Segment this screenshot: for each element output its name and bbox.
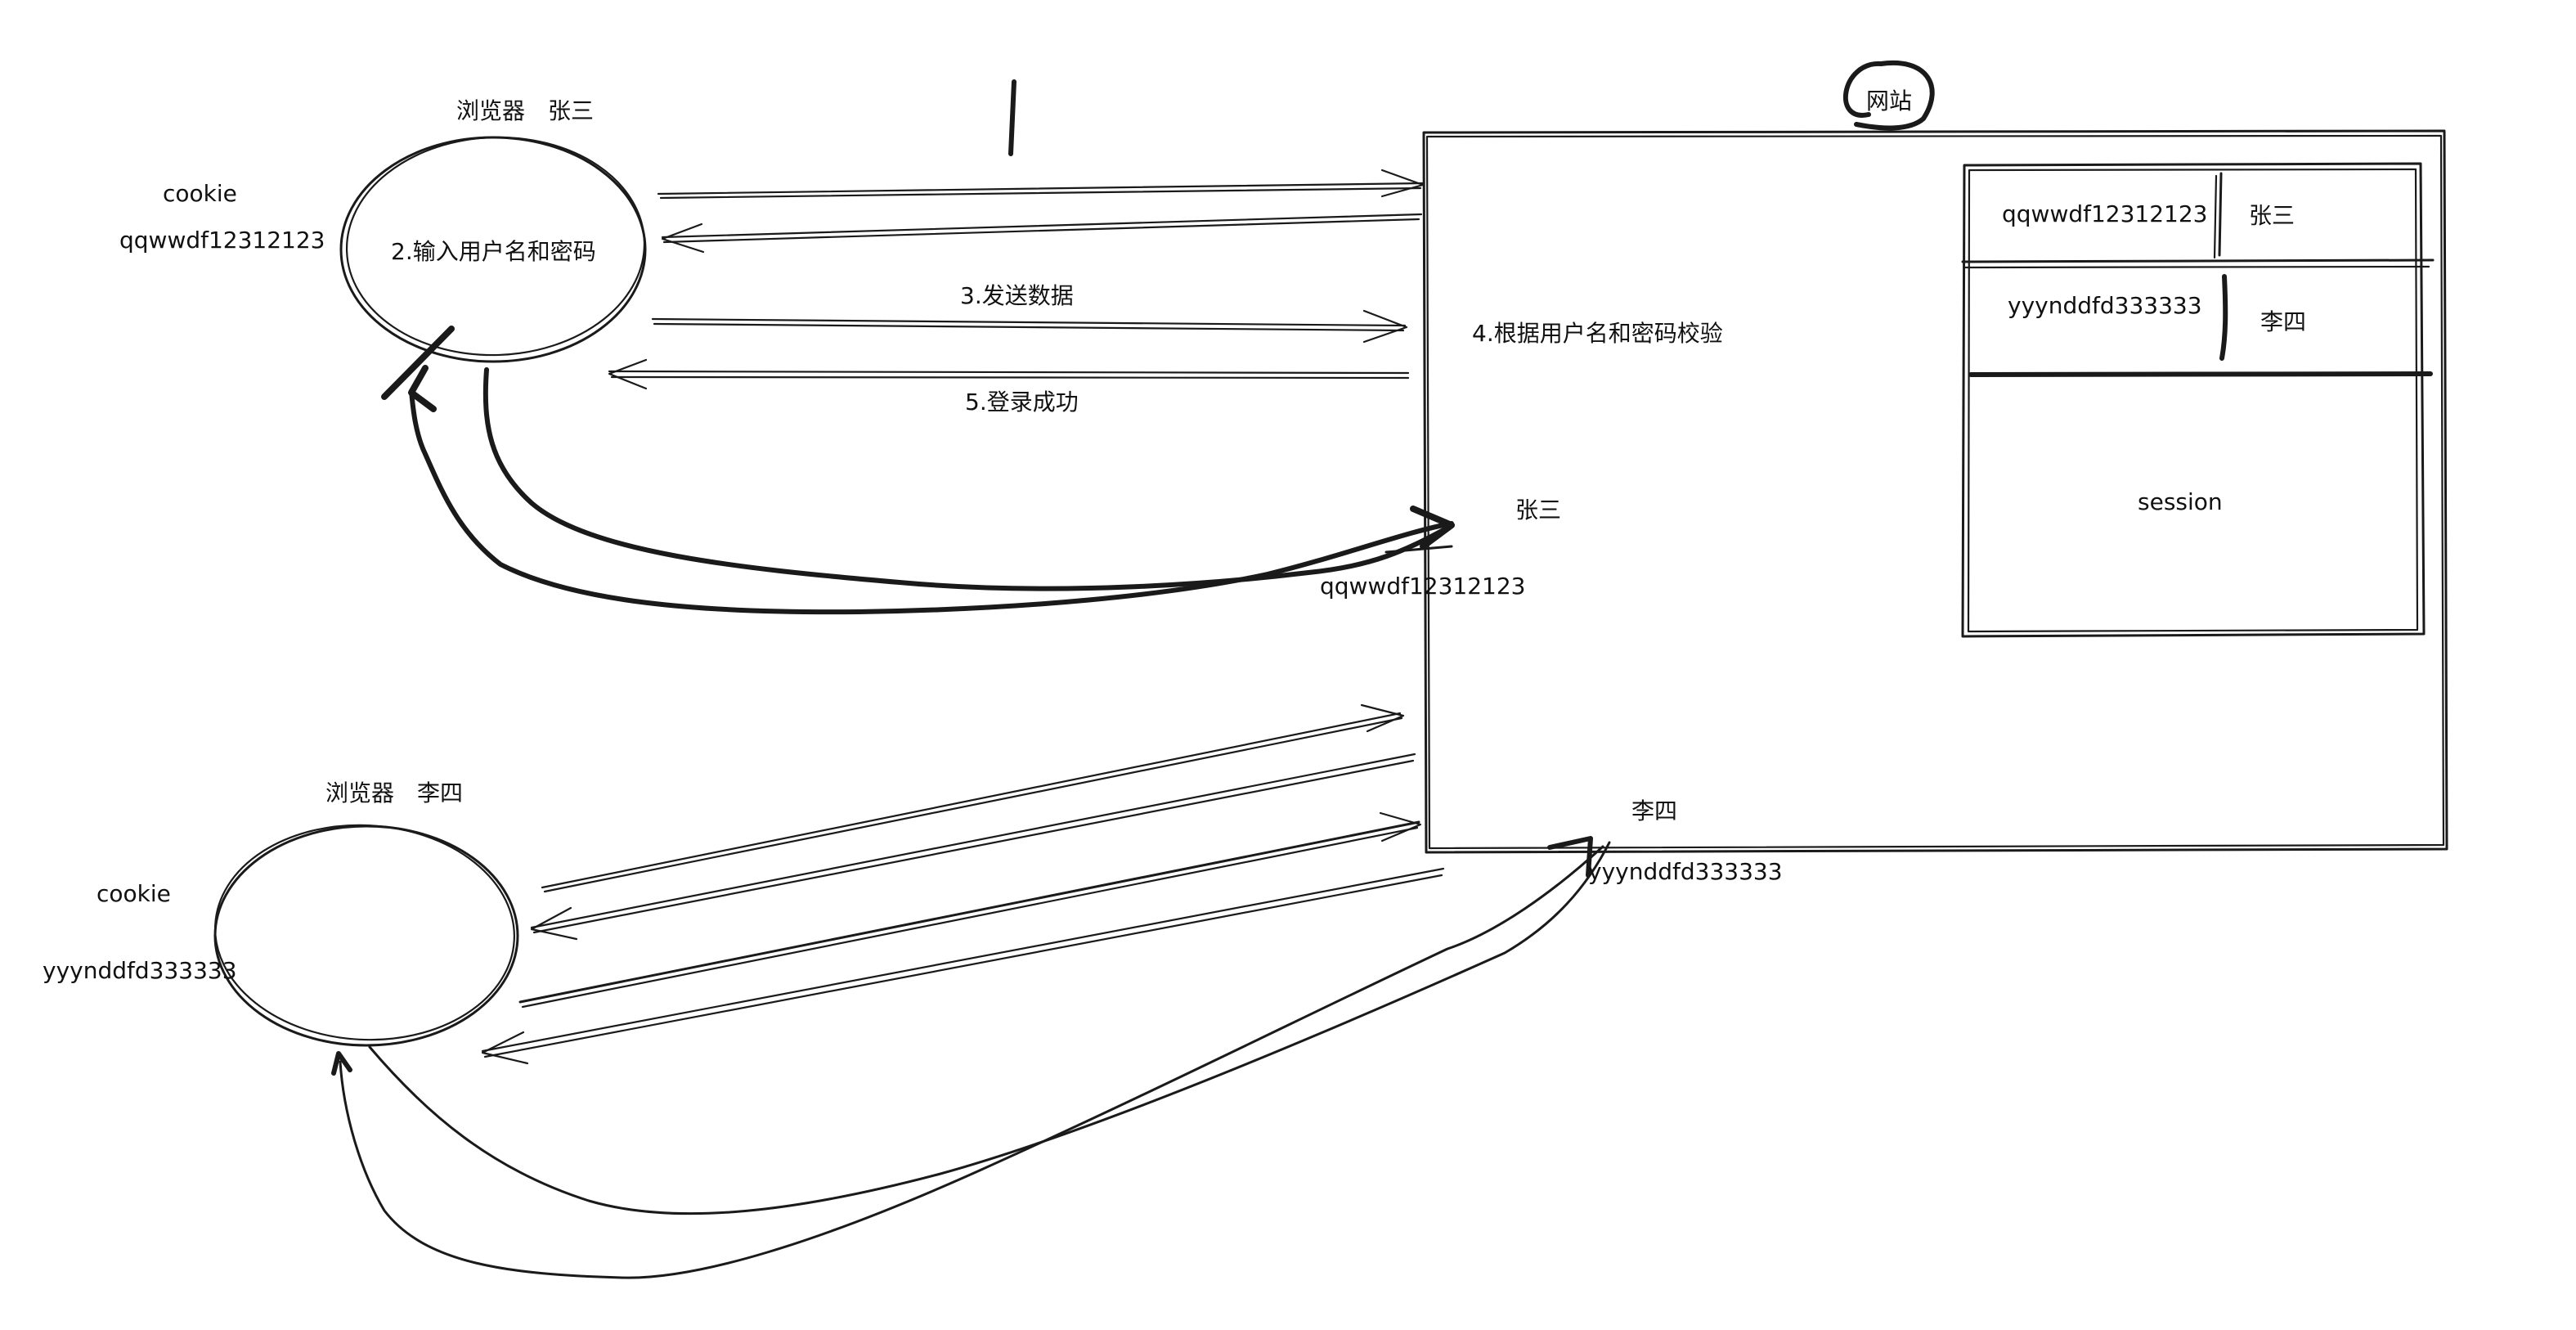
send-data-arrow xyxy=(651,309,1408,344)
website-lisi-session-id: yyynddfd333333 xyxy=(1588,858,1783,885)
zhangsan-cookie-loop xyxy=(381,326,1455,615)
session-row-2-id: yyynddfd333333 xyxy=(2008,292,2202,319)
website-box xyxy=(1422,129,2448,854)
request-arrow-lisi-1 xyxy=(541,703,1405,893)
session-row-1-name: 张三 xyxy=(2249,202,2296,229)
browser-zhangsan-step-label: 2.输入用户名和密码 xyxy=(391,238,596,265)
session-label: session xyxy=(2138,488,2223,515)
request-arrow-zhangsan xyxy=(657,168,1425,200)
session-row-2-name: 李四 xyxy=(2260,308,2307,335)
website-title-circle xyxy=(1842,60,1935,131)
send-data-label: 3.发送数据 xyxy=(960,282,1074,309)
browser-lisi-cookie-label: cookie xyxy=(96,880,171,907)
browser-zhangsan-cookie-label: cookie xyxy=(163,180,237,207)
login-success-arrow xyxy=(608,358,1410,390)
browser-lisi-title: 浏览器 李四 xyxy=(325,780,464,807)
response-arrow-lisi-1 xyxy=(530,753,1416,941)
website-zhangsan-session-id: qqwwdf12312123 xyxy=(1320,573,1526,600)
session-row-1-id: qqwwdf12312123 xyxy=(2002,200,2208,227)
browser-zhangsan-node xyxy=(339,136,647,363)
browser-zhangsan-cookie-value: qqwwdf12312123 xyxy=(119,227,325,254)
request-arrow-lisi-2 xyxy=(518,811,1422,1009)
top-stroke xyxy=(1008,79,1016,156)
website-lisi-name: 李四 xyxy=(1631,798,1678,825)
response-arrow-lisi-2 xyxy=(481,867,1445,1065)
website-title: 网站 xyxy=(1866,88,1913,115)
session-table xyxy=(1961,162,2435,638)
lisi-cookie-loop xyxy=(331,836,1611,1279)
browser-lisi-node xyxy=(213,824,519,1047)
response-arrow-zhangsan xyxy=(661,213,1423,254)
website-zhangsan-name: 张三 xyxy=(1515,497,1562,523)
browser-lisi-cookie-value: yyynddfd333333 xyxy=(43,957,237,984)
browser-zhangsan-title: 浏览器 张三 xyxy=(456,97,595,124)
website-verify-step: 4.根据用户名和密码校验 xyxy=(1472,320,1723,347)
login-success-label: 5.登录成功 xyxy=(965,389,1079,416)
